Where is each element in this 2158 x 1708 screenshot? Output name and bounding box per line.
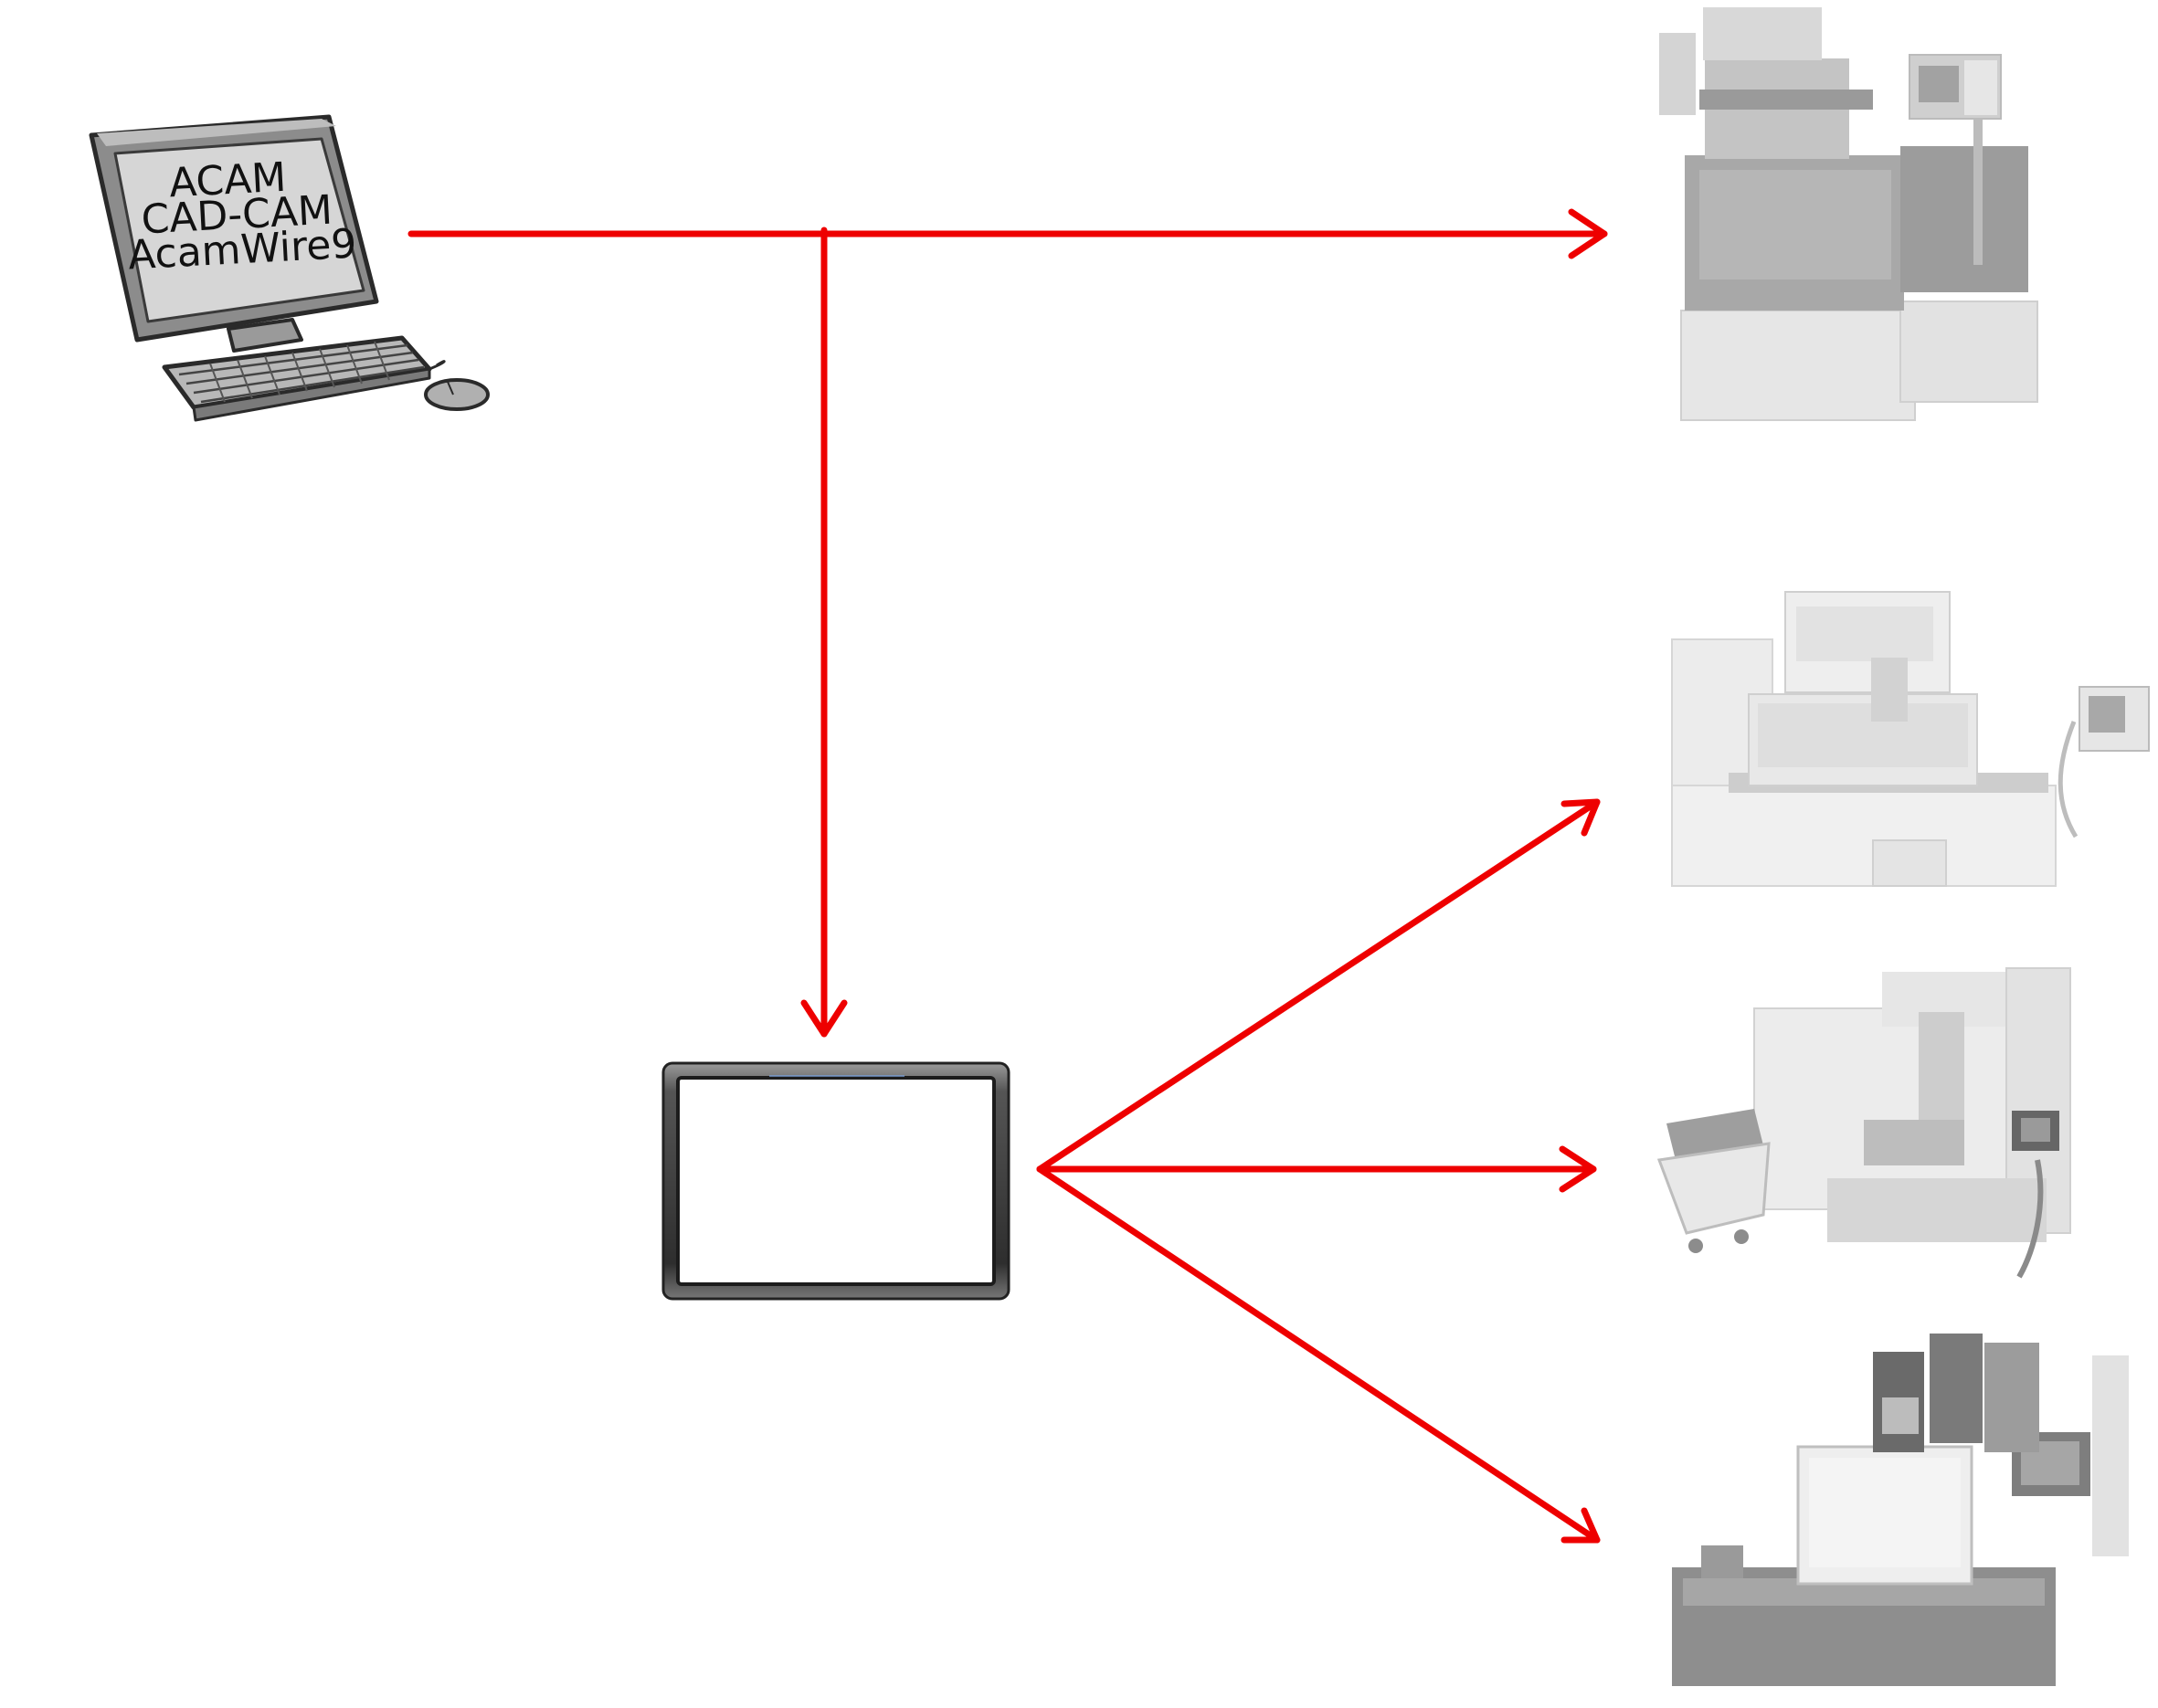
arrowhead-machine-1 bbox=[1568, 208, 1608, 259]
connectors bbox=[407, 208, 1608, 1544]
wire-edm-machine-icon bbox=[1671, 591, 2150, 887]
machining-center-icon bbox=[1656, 967, 2071, 1279]
arrow-tablet-to-machine-4 bbox=[1036, 1165, 1601, 1544]
arrowhead-machine-3 bbox=[1559, 1145, 1597, 1193]
arrowhead-machine-2 bbox=[1560, 798, 1601, 837]
desktop-computer-icon: ACAM CAD-CAM AcamWire9 bbox=[89, 114, 490, 422]
tablet-display-icon[interactable] bbox=[661, 1061, 1010, 1301]
computer-screen-line-1: ACAM bbox=[168, 154, 288, 207]
arrow-tablet-to-machine-2 bbox=[1036, 798, 1601, 1173]
edm-machine-icon bbox=[1672, 1334, 2129, 1686]
mouse-icon bbox=[424, 360, 490, 411]
keyboard-icon bbox=[162, 335, 432, 422]
wire-edm-machine-icon bbox=[1659, 7, 2038, 421]
arrowhead-tablet bbox=[800, 999, 848, 1038]
arrowhead-machine-4 bbox=[1560, 1507, 1601, 1544]
computer-screen-line-2: CAD-CAM bbox=[140, 187, 333, 244]
